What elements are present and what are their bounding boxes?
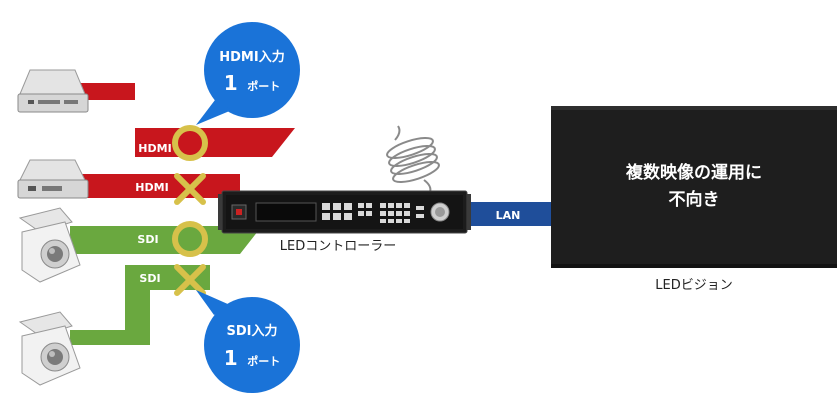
camera-icon: [18, 311, 81, 386]
hdmi-bubble-port-count: 1: [224, 71, 238, 95]
hdmi-bubble-line2: 1 ポート: [224, 71, 281, 95]
hdmi-top-circle-mark: [172, 125, 208, 161]
hdmi-second-cross-mark: [174, 173, 206, 205]
hdmi-bubble-port-word: ポート: [247, 79, 280, 93]
screen-message-line2: 不向き: [669, 189, 720, 210]
sdi-bubble-port-word: ポート: [247, 354, 280, 368]
sdi-input-bubble: SDI入力 1 ポート: [196, 290, 300, 393]
lan-label: LAN: [496, 209, 521, 222]
sdi-top-circle-mark: [172, 221, 208, 257]
hdmi-player-icon: [17, 159, 89, 199]
sdi-cable-second: [70, 265, 210, 345]
sdi-second-label: SDI: [139, 272, 160, 285]
hdmi-player-icon: [17, 69, 89, 113]
cable-coil-icon: [386, 125, 440, 193]
led-controller-icon: [218, 190, 471, 234]
sdi-cable-top: [70, 226, 262, 254]
hdmi-second-label: HDMI: [135, 181, 168, 194]
hdmi-bubble-line1: HDMI入力: [219, 49, 284, 65]
sdi-bubble-line1: SDI入力: [227, 323, 278, 339]
sdi-bubble-line2: 1 ポート: [224, 346, 281, 370]
sdi-second-cross-mark: [174, 264, 206, 296]
lan-cable: [465, 202, 555, 226]
camera-icon: [18, 207, 81, 283]
screen-message-line1: 複数映像の運用に: [625, 162, 762, 183]
hdmi-input-bubble: HDMI入力 1 ポート: [196, 22, 300, 125]
controller-label: LEDコントローラー: [280, 239, 396, 254]
sdi-top-label: SDI: [137, 233, 158, 246]
hdmi-top-label: HDMI: [138, 142, 171, 155]
sdi-bubble-port-count: 1: [224, 346, 238, 370]
led-screen: [551, 106, 837, 268]
screen-label: LEDビジョン: [655, 278, 732, 293]
hdmi-cable-top: [70, 83, 295, 157]
